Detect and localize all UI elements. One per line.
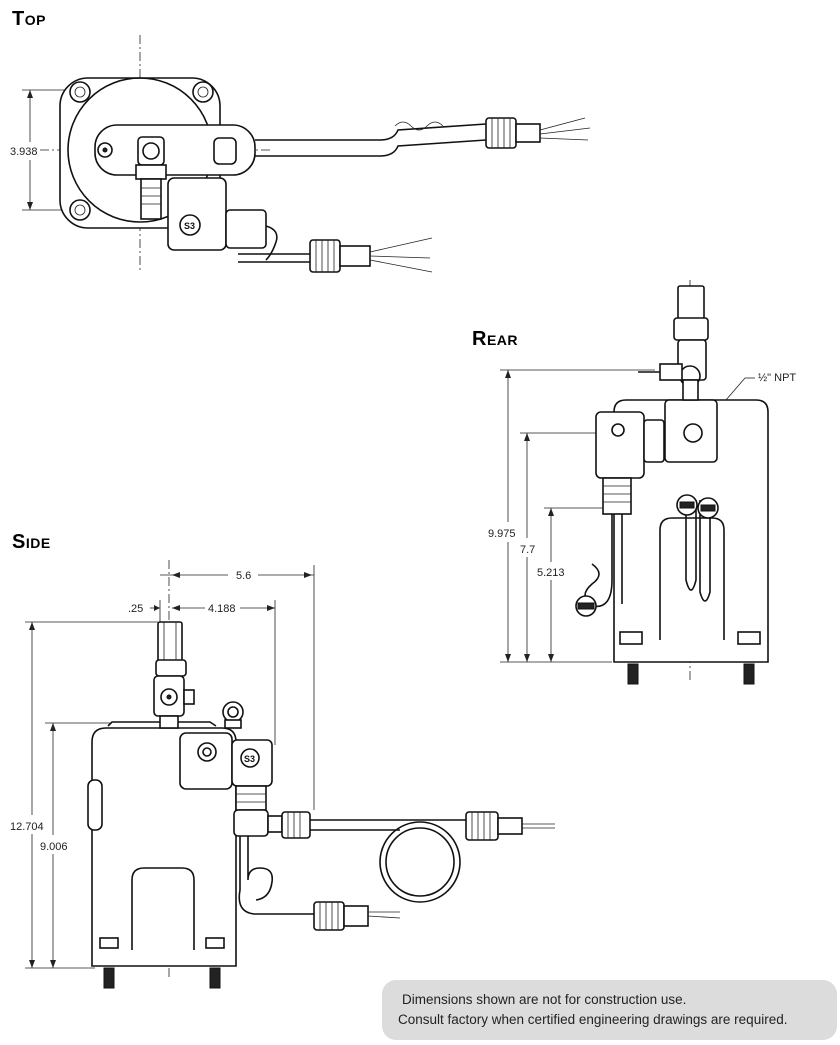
side-top-dimensions: 5.6 .25 4.188 (128, 565, 315, 810)
top-housing (59, 77, 256, 229)
rear-view: Rear 9.975 7.7 5.213 ½" NPT (472, 280, 796, 685)
side-coil-marking: S3 (244, 754, 255, 764)
side-body-label: 9.006 (40, 841, 68, 853)
top-view: Top 3.938 (10, 8, 591, 273)
rear-overall-label: 9.975 (488, 528, 516, 540)
side-width-label: 5.6 (236, 570, 251, 582)
top-view-title: Top (12, 8, 46, 30)
side-solenoid-coil: S3 (179, 732, 273, 811)
side-inner-label: 4.188 (208, 603, 236, 615)
side-left-dimensions: 12.704 9.006 (10, 621, 158, 969)
rear-mid-label: 7.7 (520, 544, 535, 556)
rear-low-label: 5.213 (537, 567, 565, 579)
rear-housing (613, 399, 769, 685)
side-top-fitting (153, 621, 244, 729)
rear-cable-loops (676, 494, 719, 602)
disclaimer-note: Dimensions shown are not for constructio… (382, 980, 837, 1040)
rear-view-title: Rear (472, 328, 518, 350)
rear-dimensions: 9.975 7.7 5.213 ½" NPT (488, 369, 796, 663)
top-cable-upper (255, 117, 591, 157)
rear-solenoid-coil (575, 411, 665, 617)
disclaimer-line-1: Dimensions shown are not for constructio… (402, 992, 687, 1007)
side-view: Side 5.6 .25 4.188 (10, 531, 555, 989)
top-coil-marking: S3 (184, 221, 195, 231)
side-offset-label: .25 (128, 603, 143, 615)
side-view-title: Side (12, 531, 51, 553)
side-overall-label: 12.704 (10, 821, 44, 833)
top-cable-lower (238, 237, 433, 273)
disclaimer-line-2: Consult factory when certified engineeri… (398, 1012, 788, 1027)
rear-top-fitting (638, 285, 709, 401)
rear-port-label: ½" NPT (758, 372, 796, 384)
side-cable-assembly (233, 809, 555, 931)
top-solenoid-coil: S3 (167, 177, 278, 261)
top-height-label: 3.938 (10, 146, 38, 158)
